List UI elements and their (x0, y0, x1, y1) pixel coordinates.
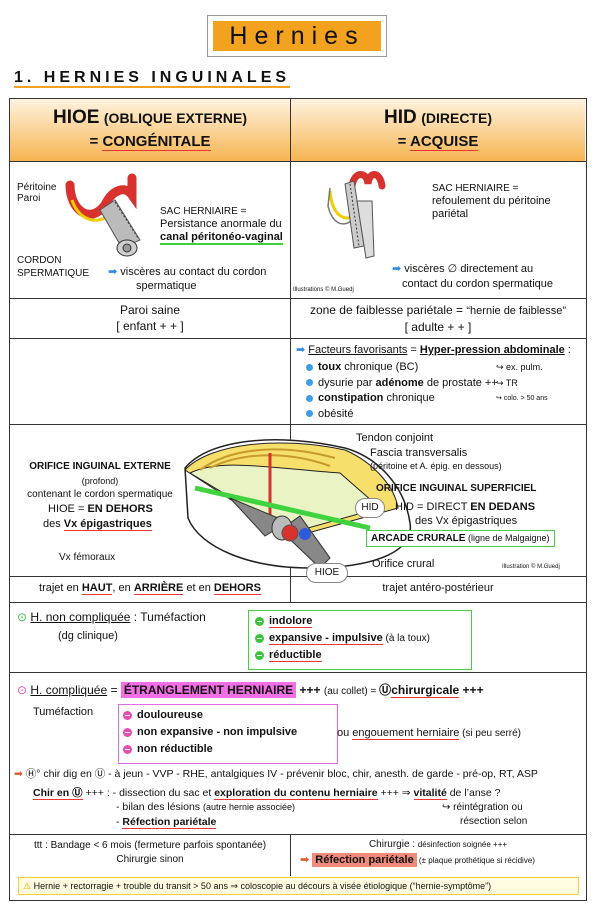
bullet-icon (306, 379, 313, 387)
reintegration: ↪ réintégration ou résection selon (442, 802, 528, 827)
row-divider (9, 576, 587, 577)
ttt-left: ttt : Bandage < 6 mois (fermeture parfoi… (33, 840, 267, 865)
minus-icon (123, 710, 132, 720)
arrow-icon: ➡ (392, 263, 402, 275)
hid-illustration (327, 171, 386, 259)
compliquee-title: ⊙ H. compliquée = ÉTRANGLEMENT HERNIAIRE… (17, 682, 484, 698)
arrow-icon: ➡ (296, 344, 306, 356)
compliquee-box: douloureuse non expansive - non impulsiv… (118, 704, 338, 764)
vx-femoraux: Vx fémoraux (59, 552, 116, 563)
ttt-chir: Chirurgie : désinfection soignée +++ (368, 839, 508, 850)
engouement: ou engouement herniaire (si peu serré) (337, 727, 522, 740)
tendon-label: Tendon conjoint (356, 432, 434, 444)
minus-icon (123, 744, 132, 754)
cordon-label: CORDON SPERMATIQUE (17, 255, 90, 279)
facteurs-list: toux chronique (BC)↪ ex. pulm. dysurie p… (306, 360, 581, 422)
orifice-crural: Orifice crural (372, 558, 435, 570)
hid-credit: Illustrations © M.Guedj (293, 287, 354, 293)
ttt-refection: ➡ Réfection pariétale (± plaque prothéti… (300, 853, 535, 867)
orifice-externe: ORIFICE INGUINAL EXTERNE (profond) conte… (27, 461, 173, 500)
non-compliquee-box: indolore expansive - impulsive (à la tou… (248, 610, 472, 670)
arrow-icon: ➡ (108, 266, 118, 278)
list-item: expansive - impulsive (à la toux) (255, 630, 465, 647)
hioe-header-bg (10, 99, 290, 161)
minus-icon (255, 616, 264, 626)
minus-icon (255, 650, 264, 660)
hid-title: HID (DIRECTE) (384, 107, 492, 128)
target-icon: ⊙ (17, 683, 28, 697)
warning-icon: ⚠ (23, 881, 32, 891)
arrow-icon: ➡ (300, 854, 310, 866)
list-item: réductible (255, 647, 465, 664)
trajet-hid: trajet antéro-postérieur (382, 582, 494, 594)
row-divider (9, 834, 587, 835)
bullet-icon (306, 394, 313, 402)
target-icon: ⊙ (17, 610, 28, 624)
section-title: 1. HERNIES INGUINALES (14, 69, 291, 88)
list-item: non réductible (123, 741, 333, 758)
hid-visceres: ➡ viscères ∅ directement au contact du c… (392, 263, 554, 290)
hioe-paroi: Paroi saine [ enfant + + ] (116, 303, 184, 333)
facteurs-heading: ➡ Facteurs favorisants = Hyper-pression … (296, 344, 571, 356)
label-peritoine-paroi: Péritoine Paroi (17, 182, 57, 204)
minus-icon (255, 633, 264, 643)
hioe-sac-text: SAC HERNIAIRE = Persistance anormale du … (160, 206, 283, 245)
row-divider (9, 338, 587, 339)
minus-icon (123, 727, 132, 737)
list-item: non expansive - non impulsive (123, 724, 333, 741)
row-divider (9, 298, 587, 299)
list-item: douloureuse (123, 707, 333, 724)
row-divider (9, 424, 587, 425)
hid-badge: HID (355, 498, 385, 518)
column-divider (290, 834, 291, 876)
hid-en-dedans: HID = DIRECT EN DEDANS des Vx épigastriq… (395, 501, 536, 527)
hioe-visceres: ➡ viscères au contact du cordon spermati… (108, 266, 267, 292)
orifice-superficiel: ORIFICE INGUINAL SUPERFICIEL (376, 483, 537, 494)
dg-clinique: (dg clinique) (58, 630, 118, 642)
fascia-label: Fascia transversalis (péritoine et A. ép… (370, 447, 502, 471)
diagram-credit: Illustration © M.Guedj (502, 564, 560, 570)
hid-header-bg (291, 99, 585, 161)
row-divider (9, 161, 587, 162)
bullet-icon (306, 363, 313, 371)
trajet-hioe: trajet en HAUT, en ARRIÈRE et en DEHORS (39, 582, 261, 595)
column-divider (290, 576, 291, 602)
hid-type: = ACQUISE (397, 133, 479, 151)
non-compliquee-title: ⊙ H. non compliquée : Tuméfaction (17, 610, 206, 624)
urgence-line: ➡ Ⓗ° chir dig en Ⓤ - à jeun - VVP - RHE,… (14, 768, 538, 780)
inguinal-diagram (184, 439, 411, 569)
list-item: constipation chronique↪ colo. > 50 ans (306, 391, 581, 407)
main-frame (9, 98, 587, 901)
tumefaction-label: Tuméfaction (33, 706, 94, 718)
arcade-crurale: ARCADE CRURALE (ligne de Malgaigne) (366, 530, 555, 547)
hid-faiblesse: zone de faiblesse pariétale = “hernie de… (309, 303, 567, 334)
list-item: toux chronique (BC)↪ ex. pulm. (306, 360, 581, 376)
chir-details: - bilan des lésions (autre hernie associ… (116, 801, 296, 829)
hid-sac-text: SAC HERNIAIRE = refoulement du péritoine… (432, 183, 551, 220)
list-item: indolore (255, 613, 465, 630)
arrow-icon: ➡ (14, 768, 23, 780)
hioe-illustration (65, 173, 141, 257)
warning-box: ⚠ Hernie + rectorragie + trouble du tran… (18, 877, 579, 895)
title-box: Hernies (207, 15, 387, 57)
hioe-en-dehors: HIOE = EN DEHORS des Vx épigastriques (43, 503, 153, 531)
bullet-icon (306, 410, 313, 418)
list-item: dysurie par adénome de prostate ++↪ TR (306, 376, 581, 392)
hioe-badge: HIOE (306, 563, 348, 583)
page-title: Hernies (213, 21, 381, 51)
hioe-title: HIOE (OBLIQUE EXTERNE) (52, 107, 248, 128)
list-item: obésité (306, 407, 581, 423)
chir-line: Chir en Ⓤ +++ : - dissection du sac et e… (33, 787, 501, 800)
row-divider (9, 672, 587, 673)
hioe-type: = CONGÉNITALE (89, 133, 211, 151)
row-divider (9, 602, 587, 603)
